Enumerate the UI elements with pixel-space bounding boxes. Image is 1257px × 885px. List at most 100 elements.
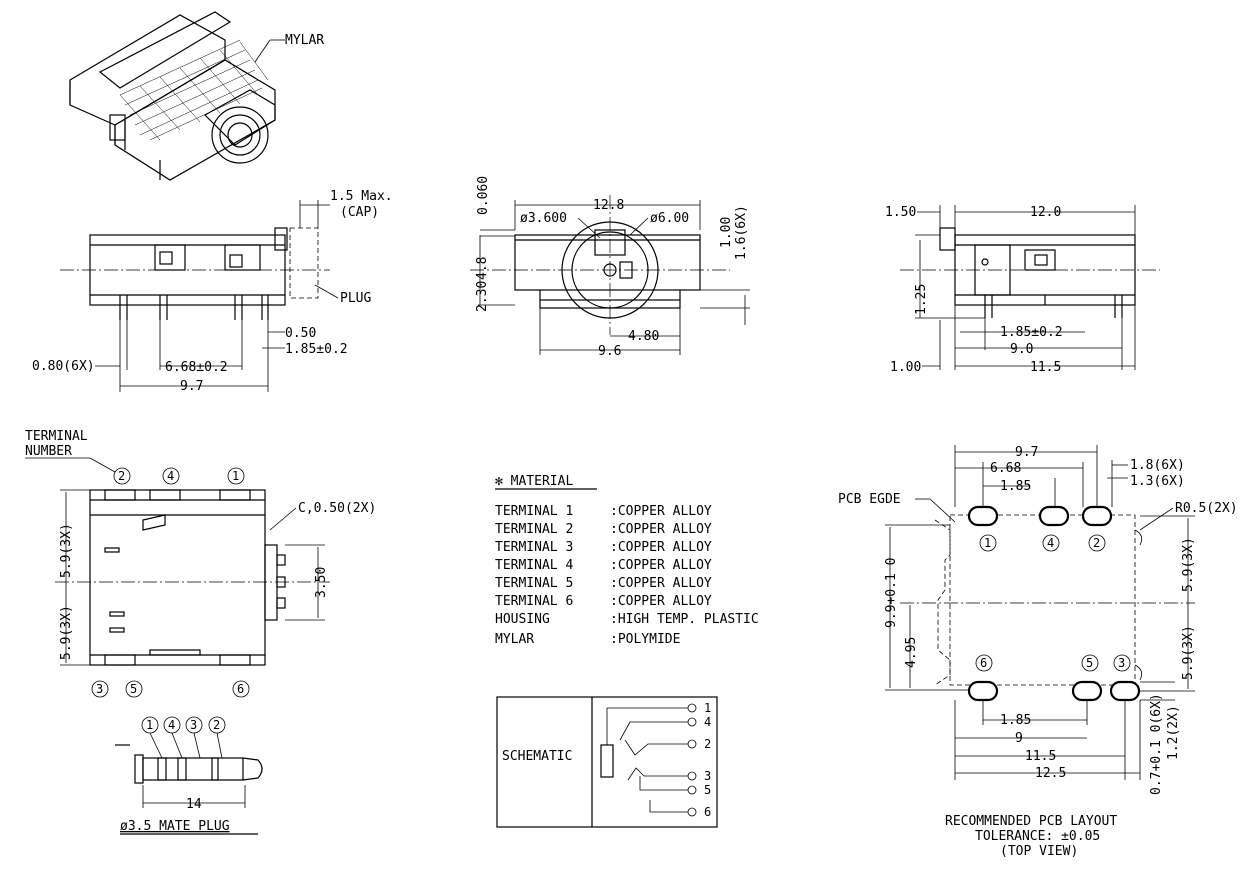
mate-plug: 1 4 3 2 14 ø3.5 MATE PLUG — [115, 716, 263, 835]
material-value-0: :COPPER ALLOY — [610, 504, 712, 519]
pcb-d13: 1.3(6X) — [1130, 474, 1185, 489]
material-part-1: TERMINAL 2 — [495, 522, 573, 537]
material-part-4: TERMINAL 5 — [495, 576, 573, 591]
pcb-pin-1: 1 — [984, 536, 991, 550]
pcb-d12: 1.2(2X) — [1166, 705, 1181, 760]
side-d90: 9.0 — [1010, 342, 1033, 357]
material-value-2: :COPPER ALLOY — [610, 540, 712, 555]
side-d185: 1.85±0.2 — [1000, 325, 1063, 340]
end-d060: 0.060 — [476, 176, 491, 215]
pcb-d07: 0.7+0.1 0(6X) — [1149, 693, 1164, 795]
bottom-chamfer: C,0.50(2X) — [298, 501, 376, 516]
side-d150: 1.50 — [885, 205, 916, 220]
schematic-label: SCHEMATIC — [502, 749, 572, 764]
end-d100: 1.00 — [719, 217, 734, 248]
pcb-b125: 12.5 — [1035, 766, 1066, 781]
pcb-pin-5: 5 — [1086, 656, 1093, 670]
bottom-pin-markers-top: 2 4 1 — [113, 467, 245, 485]
material-value-3: :COPPER ALLOY — [610, 558, 712, 573]
plug-pin-2: 2 — [213, 718, 220, 732]
side-d115: 11.5 — [1030, 360, 1061, 375]
material-part-0: TERMINAL 1 — [495, 504, 573, 519]
schematic-pin-1: 1 — [704, 701, 711, 715]
pcb-d185: 1.85 — [1000, 479, 1031, 494]
end-d600: ø6.00 — [650, 211, 689, 226]
plug-pin-3: 3 — [190, 718, 197, 732]
bottom-pin-markers-bottom: 3 5 6 — [91, 680, 250, 698]
material-table: ✻ MATERIAL TERMINAL 1 :COPPER ALLOY TERM… — [495, 474, 759, 647]
side-d100: 1.00 — [890, 360, 921, 375]
end-d128: 12.8 — [593, 198, 624, 213]
bottom-pin-1: 1 — [232, 469, 239, 483]
pcb-d495: 4.95 — [904, 637, 919, 668]
pcb-pin-6: 6 — [980, 656, 987, 670]
schematic-pin-4: 4 — [704, 715, 711, 729]
pcb-d59b: 5.9(3X) — [1181, 625, 1196, 680]
pcb-b185: 1.85 — [1000, 713, 1031, 728]
pcb-caption-2: TOLERANCE: ±0.05 — [975, 829, 1100, 844]
schematic-pin-5: 5 — [704, 783, 711, 797]
material-value-7: :POLYMIDE — [610, 632, 680, 647]
front-max-label: 1.5 Max. — [330, 189, 393, 204]
pcb-d97: 9.7 — [1015, 445, 1038, 460]
pcb-d668: 6.68 — [990, 461, 1021, 476]
terminal-number-label-2: NUMBER — [25, 444, 72, 459]
side-d125: 1.25 — [914, 284, 929, 315]
end-d96: 9.6 — [598, 344, 621, 359]
pcb-d59a: 5.9(3X) — [1181, 537, 1196, 592]
plug-pin-4: 4 — [168, 718, 175, 732]
material-part-2: TERMINAL 3 — [495, 540, 573, 555]
front-plug-label: PLUG — [340, 291, 371, 306]
pcb-pin-2: 2 — [1093, 536, 1100, 550]
plug-caption: ø3.5 MATE PLUG — [120, 819, 230, 834]
schematic-pin-2: 2 — [704, 737, 711, 751]
plug-pin-1: 1 — [146, 718, 153, 732]
isometric-view: MYLAR — [69, 11, 324, 181]
pcb-r05: R0.5(2X) — [1175, 501, 1238, 516]
pcb-caption-1: RECOMMENDED PCB LAYOUT — [945, 814, 1117, 829]
material-value-5: :COPPER ALLOY — [610, 594, 712, 609]
material-part-7: MYLAR — [495, 632, 534, 647]
pcb-edge-label: PCB EGDE — [838, 492, 901, 507]
end-d480: 4.80 — [628, 329, 659, 344]
bottom-d350: 3.50 — [314, 567, 329, 598]
end-d16: 1.6(6X) — [734, 205, 749, 260]
bottom-d59b: 5.9(3X) — [59, 605, 74, 660]
material-part-3: TERMINAL 4 — [495, 558, 573, 573]
front-d97: 9.7 — [180, 379, 203, 394]
front-d050: 0.50 — [285, 326, 316, 341]
bottom-pin-2: 2 — [118, 469, 125, 483]
bottom-d59a: 5.9(3X) — [59, 523, 74, 578]
bottom-pin-6: 6 — [237, 682, 244, 696]
material-part-6: HOUSING — [495, 612, 550, 627]
end-view: 0.060 12.8 ø3.600 ø6.00 1.00 1.6(6X) 4.8… — [470, 176, 750, 359]
pcb-pin-4: 4 — [1047, 536, 1054, 550]
front-d080: 0.80(6X) — [32, 359, 95, 374]
material-part-5: TERMINAL 6 — [495, 594, 573, 609]
pcb-caption-3: (TOP VIEW) — [1000, 844, 1078, 859]
front-d185: 1.85±0.2 — [285, 342, 348, 357]
terminal-number-label-1: TERMINAL — [25, 429, 88, 444]
pcb-b115: 11.5 — [1025, 749, 1056, 764]
front-view: 1.5 Max. (CAP) PLUG 0.50 1.85±0.2 0.80(6… — [32, 189, 393, 394]
front-d668: 6.68±0.2 — [165, 360, 228, 375]
bottom-pin-4: 4 — [167, 469, 174, 483]
side-d120: 12.0 — [1030, 205, 1061, 220]
schematic-pin-6: 6 — [704, 805, 711, 819]
end-d3600: ø3.600 — [520, 211, 567, 226]
pcb-d18: 1.8(6X) — [1130, 458, 1185, 473]
mylar-label: MYLAR — [285, 33, 324, 48]
bottom-pin-5: 5 — [130, 682, 137, 696]
material-value-4: :COPPER ALLOY — [610, 576, 712, 591]
schematic-pin-3: 3 — [704, 769, 711, 783]
pcb-pin-3: 3 — [1118, 656, 1125, 670]
pcb-d99: 9.9+0.1 0 — [884, 558, 899, 628]
pcb-b9: 9 — [1015, 731, 1023, 746]
bottom-view: TERMINAL NUMBER 2 4 1 3 5 6 C,0.50(2X) 5… — [25, 429, 376, 698]
bottom-pin-3: 3 — [96, 682, 103, 696]
material-heading: ✻ MATERIAL — [495, 474, 573, 489]
side-view: 1.50 12.0 1.25 1.85±0.2 9.0 1.00 11.5 — [885, 205, 1160, 375]
front-cap-label: (CAP) — [340, 205, 379, 220]
plug-length: 14 — [186, 797, 202, 812]
